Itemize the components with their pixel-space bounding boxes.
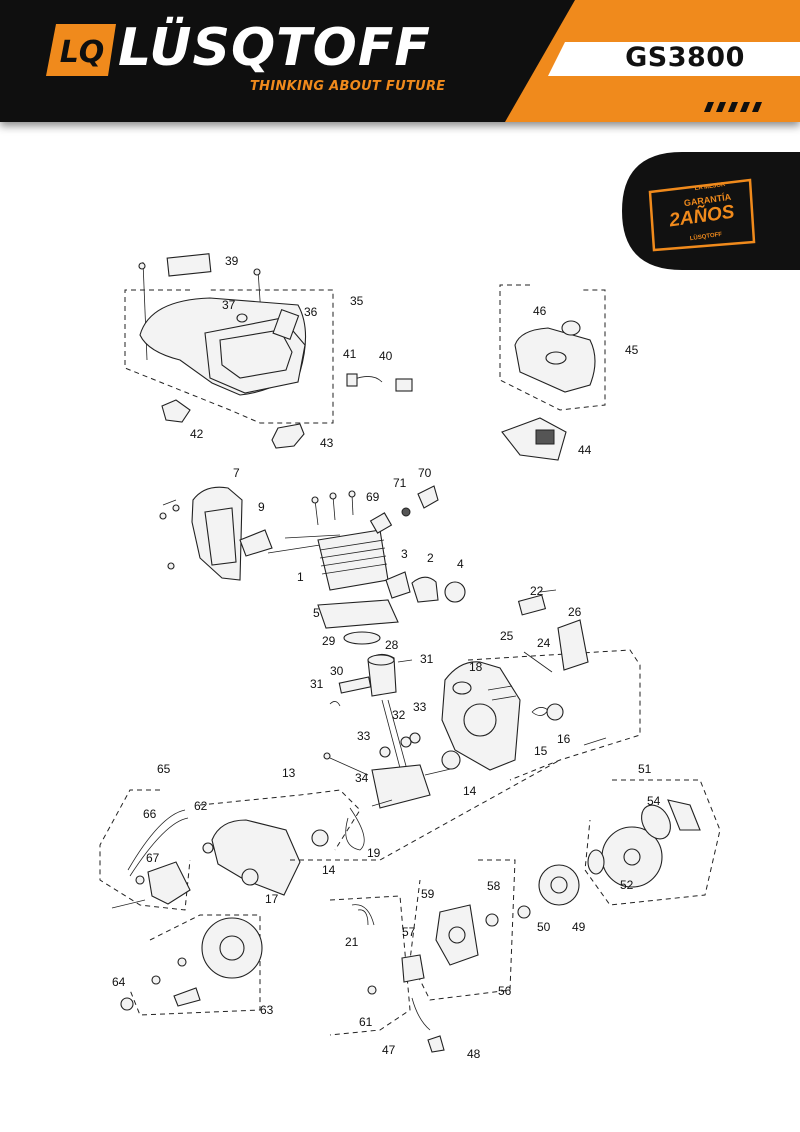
callout-64: 64 bbox=[112, 975, 126, 989]
callout-19: 19 bbox=[367, 846, 381, 860]
callout-30: 30 bbox=[330, 664, 344, 678]
callout-16: 16 bbox=[557, 732, 571, 746]
callout-18: 18 bbox=[469, 660, 483, 674]
callout-31b: 31 bbox=[310, 677, 324, 691]
callout-17: 17 bbox=[265, 892, 279, 906]
part-group-piston bbox=[323, 653, 456, 809]
callout-15: 15 bbox=[534, 744, 548, 758]
brand-tagline: THINKING ABOUT FUTURE bbox=[250, 79, 446, 94]
callout-54: 54 bbox=[647, 794, 661, 808]
callout-3: 3 bbox=[401, 547, 408, 561]
callout-61: 61 bbox=[359, 1015, 373, 1029]
callout-9: 9 bbox=[258, 500, 265, 514]
callout-57: 57 bbox=[402, 925, 416, 939]
part-group-clutch bbox=[584, 779, 721, 906]
callout-69: 69 bbox=[366, 490, 380, 504]
callout-67: 67 bbox=[146, 851, 160, 865]
callout-42: 42 bbox=[190, 427, 204, 441]
callout-29: 29 bbox=[322, 634, 336, 648]
callout-65: 65 bbox=[157, 762, 171, 776]
callout-28: 28 bbox=[385, 638, 399, 652]
part-group-cylinder bbox=[159, 485, 466, 645]
part-group-crankcase-right bbox=[441, 589, 641, 781]
callout-1: 1 bbox=[297, 570, 304, 584]
callout-66: 66 bbox=[143, 807, 157, 821]
callout-34: 34 bbox=[355, 771, 369, 785]
callout-labels: 39 35 37 36 41 40 42 43 46 45 44 7 9 71 … bbox=[112, 254, 661, 1061]
callout-14b: 14 bbox=[322, 863, 336, 877]
callout-51: 51 bbox=[638, 762, 652, 776]
callout-21: 21 bbox=[345, 935, 359, 949]
callout-37: 37 bbox=[222, 298, 236, 312]
callout-31: 31 bbox=[420, 652, 434, 666]
callout-13: 13 bbox=[282, 766, 296, 780]
callout-70: 70 bbox=[418, 466, 432, 480]
callout-63: 63 bbox=[260, 1003, 274, 1017]
callout-22: 22 bbox=[530, 584, 544, 598]
callout-33: 33 bbox=[413, 700, 427, 714]
callout-50: 50 bbox=[537, 920, 551, 934]
callout-45: 45 bbox=[625, 343, 639, 357]
callout-33b: 33 bbox=[357, 729, 371, 743]
callout-49: 49 bbox=[572, 920, 586, 934]
callout-52: 52 bbox=[620, 878, 634, 892]
svg-text:LQ: LQ bbox=[60, 35, 105, 70]
callout-14: 14 bbox=[463, 784, 477, 798]
callout-36: 36 bbox=[304, 305, 318, 319]
callout-46: 46 bbox=[533, 304, 547, 318]
callout-43: 43 bbox=[320, 436, 334, 450]
callout-26: 26 bbox=[568, 605, 582, 619]
brand-logo-mark: LQ bbox=[46, 24, 116, 76]
part-group-air-filter bbox=[499, 284, 606, 461]
brand-name: LÜSQTOFF bbox=[118, 18, 431, 78]
callout-59: 59 bbox=[421, 887, 435, 901]
callout-4: 4 bbox=[457, 557, 464, 571]
callout-35: 35 bbox=[350, 294, 364, 308]
callout-71: 71 bbox=[393, 476, 407, 490]
part-group-oil-pump bbox=[329, 859, 580, 1053]
callout-32: 32 bbox=[392, 708, 406, 722]
model-number: GS3800 bbox=[625, 42, 745, 73]
callout-5: 5 bbox=[313, 606, 320, 620]
callout-48: 48 bbox=[467, 1047, 481, 1061]
part-group-flywheel bbox=[120, 914, 263, 1016]
warranty-badge bbox=[622, 152, 800, 270]
callout-2: 2 bbox=[427, 551, 434, 565]
part-group-cover bbox=[124, 253, 413, 449]
callout-39: 39 bbox=[225, 254, 239, 268]
callout-44: 44 bbox=[578, 443, 592, 457]
callout-7: 7 bbox=[233, 466, 240, 480]
part-group-crankcase-left bbox=[99, 759, 561, 911]
callout-47: 47 bbox=[382, 1043, 396, 1057]
callout-62: 62 bbox=[194, 799, 208, 813]
callout-58: 58 bbox=[487, 879, 501, 893]
callout-24: 24 bbox=[537, 636, 551, 650]
callout-56: 56 bbox=[498, 984, 512, 998]
callout-25: 25 bbox=[500, 629, 514, 643]
callout-41: 41 bbox=[343, 347, 357, 361]
callout-40: 40 bbox=[379, 349, 393, 363]
header-bar: LQ LÜSQTOFF THINKING ABOUT FUTURE GS3800 bbox=[0, 0, 800, 122]
header-orange-panel bbox=[505, 0, 800, 122]
